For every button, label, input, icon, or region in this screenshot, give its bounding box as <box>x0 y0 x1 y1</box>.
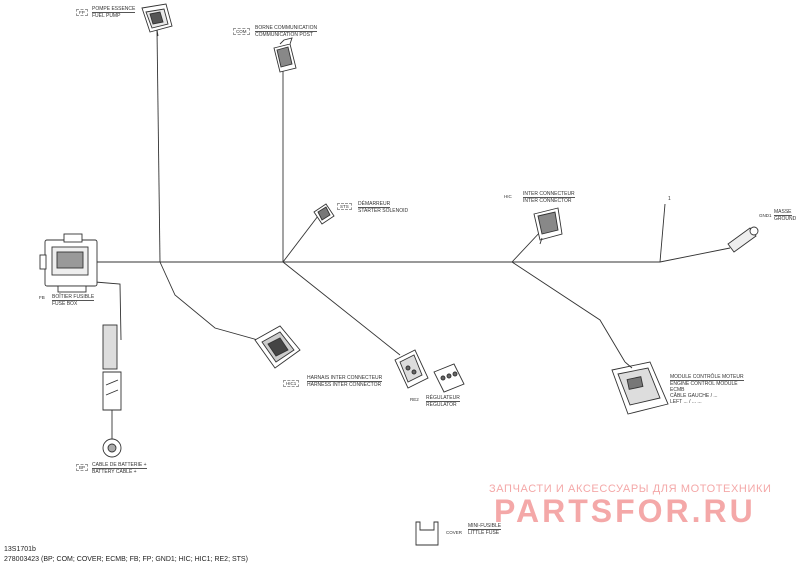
hic-label: INTER CONNECTEUR INTER CONNECTOR <box>523 191 575 204</box>
hic1-branch <box>159 261 266 343</box>
fuse-box-shape <box>39 233 98 293</box>
gnd-label-en: GROUND <box>774 216 797 222</box>
ecm-label-ecmb: ECMB <box>670 387 685 393</box>
sts-branch <box>282 215 319 263</box>
drawing-id: 13S1701b <box>4 546 36 553</box>
hic1-connector <box>254 325 301 369</box>
hic1-label-en: HARNESS INTER CONNECTOR <box>307 382 382 388</box>
fp-label-en: FUEL PUMP <box>92 13 121 19</box>
fp-label: POMPE ESSENCE FUEL PUMP <box>92 6 136 19</box>
com-label-fr: BORNE COMMUNICATION <box>255 25 318 32</box>
sts-label-en: STARTER SOLENOID <box>358 208 409 214</box>
sts-code: STS <box>337 203 352 210</box>
fuse-label: MINI-FUSIBLE LITTLE FUSE <box>468 523 502 536</box>
fuel-pump-connector <box>141 3 173 37</box>
bp-label-en: BATTERY CABLE + <box>92 469 137 475</box>
ecm-shape <box>611 361 669 415</box>
re2-branch <box>282 261 401 356</box>
re2-code: RE2 <box>410 397 419 402</box>
ecm-label-cable-fr: CÂBLE GAUCHE / ... <box>670 393 718 399</box>
ecm-label-en: ENGINE CONTROL MODULE <box>670 381 738 387</box>
com-code: COM <box>233 28 250 35</box>
fb-code: FB <box>39 295 45 300</box>
battery-branch <box>94 281 122 341</box>
ecm-label-fr: MODULE CONTRÔLE MOTEUR <box>670 374 744 381</box>
fb-label-en: FUSE BOX <box>52 301 78 307</box>
gnd-label: MASSE GROUND <box>774 209 796 222</box>
re2-label: RÉGULATEUR REGULATOR <box>426 395 460 408</box>
fb-label-fr: BOÎTIER FUSIBLE <box>52 294 95 301</box>
fuse-label-en: LITTLE FUSE <box>468 530 500 536</box>
ecm-label-cable-en: LEFT ... / ... ... <box>670 399 702 405</box>
fp-label-fr: POMPE ESSENCE <box>92 6 136 13</box>
harness-wires <box>94 29 731 363</box>
bp-label: CABLE DE BATTERIE + BATTERY CABLE + <box>92 462 147 475</box>
wire-tag-leader <box>659 203 666 263</box>
part-number-line: 278003423 (BP; COM; COVER; ECMB; FB; FP;… <box>4 556 248 563</box>
mini-fuse-shape <box>415 521 439 546</box>
battery-cable-shape <box>102 324 122 458</box>
hic1-label: HARNAIS INTER CONNECTEUR HARNESS INTER C… <box>307 375 383 388</box>
hic-branch <box>511 229 543 263</box>
com-label-en: COMMUNICATION POST <box>255 32 313 38</box>
re2-label-fr: RÉGULATEUR <box>426 395 460 402</box>
com-label: BORNE COMMUNICATION COMMUNICATION POST <box>255 25 318 38</box>
watermark-brand-text: PARTSFOR.RU <box>494 494 756 528</box>
gnd-code: GND1 <box>759 213 772 218</box>
fb-label: BOÎTIER FUSIBLE FUSE BOX <box>52 294 95 307</box>
hic1-label-fr: HARNAIS INTER CONNECTEUR <box>307 375 383 382</box>
hic-label-fr: INTER CONNECTEUR <box>523 191 575 198</box>
hic-code: HIC <box>504 194 512 199</box>
watermark-tagline: ЗАПЧАСТИ И АКСЕССУАРЫ ДЛЯ МОТОТЕХНИКИ <box>489 483 772 495</box>
bp-code: BP <box>76 464 89 471</box>
fuse-code: COVER <box>446 530 463 535</box>
wire-tag: 1 <box>668 196 671 202</box>
com-connector <box>273 37 297 73</box>
gnd-label-fr: MASSE <box>774 209 792 216</box>
sts-label-fr: DÉMARREUR <box>358 201 391 208</box>
fp-code: FP <box>76 9 88 16</box>
hic1-code: HIC1 <box>283 380 300 387</box>
hic-label-en: INTER CONNECTOR <box>523 198 572 204</box>
hic-connector <box>533 207 563 245</box>
re2-label-en: REGULATOR <box>426 402 457 408</box>
regulator-connectors <box>394 349 465 393</box>
ecm-branch <box>511 261 626 363</box>
sts-label: DÉMARREUR STARTER SOLENOID <box>358 201 408 214</box>
sts-connector <box>313 203 335 225</box>
main-trunk-wire <box>95 247 731 263</box>
ecm-label: MODULE CONTRÔLE MOTEUR ENGINE CONTROL MO… <box>670 374 744 405</box>
ground-terminal-shape <box>727 226 759 253</box>
watermark-logo: PARTSFOR.RU <box>494 494 756 528</box>
bp-label-fr: CABLE DE BATTERIE + <box>92 462 147 469</box>
fuel-pump-branch <box>156 29 161 263</box>
